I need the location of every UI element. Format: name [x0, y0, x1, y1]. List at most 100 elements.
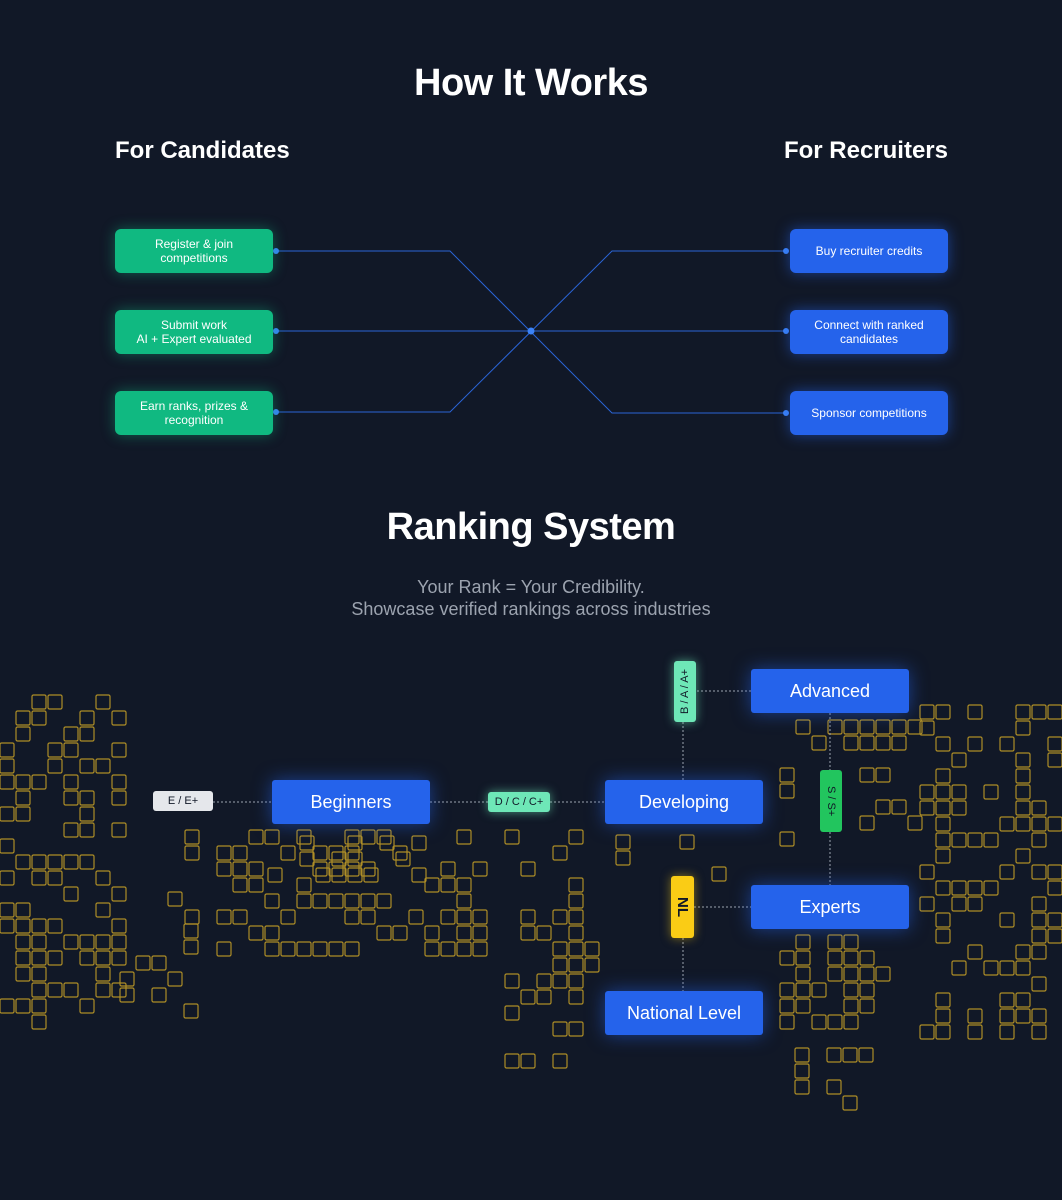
ranking-subtitle: Your Rank = Your Credibility. Showcase v… — [0, 576, 1062, 620]
grid-square — [935, 880, 951, 896]
grid-square — [31, 998, 47, 1014]
grid-square — [63, 790, 79, 806]
rank-advanced: Advanced — [751, 669, 909, 713]
grid-square — [859, 735, 875, 751]
grid-square — [811, 1014, 827, 1030]
grid-square — [919, 896, 935, 912]
grid-square — [31, 854, 47, 870]
grid-square — [15, 998, 31, 1014]
grid-square — [859, 767, 875, 783]
grid-square — [63, 886, 79, 902]
grid-square — [347, 867, 363, 883]
grid-square — [63, 726, 79, 742]
grid-square — [552, 973, 568, 989]
grid-square — [440, 861, 456, 877]
grid-square — [999, 960, 1015, 976]
grid-square — [951, 880, 967, 896]
grid-square — [1031, 896, 1047, 912]
grid-square — [795, 934, 811, 950]
grid-square — [1015, 848, 1031, 864]
grid-square — [167, 971, 183, 987]
grid-square — [1047, 736, 1062, 752]
grid-square — [1031, 1008, 1047, 1024]
grid-square — [63, 854, 79, 870]
grid-square — [811, 735, 827, 751]
grid-square — [1047, 752, 1062, 768]
grid-square — [47, 742, 63, 758]
grid-square — [15, 790, 31, 806]
grid-square — [1031, 800, 1047, 816]
grid-square — [312, 845, 328, 861]
grid-square — [536, 973, 552, 989]
grid-square — [63, 934, 79, 950]
grid-square — [456, 941, 472, 957]
grid-square — [296, 877, 312, 893]
grid-square — [520, 909, 536, 925]
grid-square — [79, 806, 95, 822]
connector-dots — [273, 248, 789, 416]
candidates-heading: For Candidates — [115, 137, 290, 164]
grid-square — [1031, 928, 1047, 944]
grid-square — [891, 719, 907, 735]
grid-square — [47, 982, 63, 998]
grid-square — [935, 1024, 951, 1040]
grid-square — [568, 877, 584, 893]
grid-square — [267, 867, 283, 883]
grid-square — [999, 992, 1015, 1008]
grid-square — [363, 867, 379, 883]
grid-square — [951, 800, 967, 816]
grid-square — [312, 941, 328, 957]
grid-square — [184, 909, 200, 925]
grid-square — [983, 832, 999, 848]
grid-square — [999, 1008, 1015, 1024]
grid-square — [296, 941, 312, 957]
grid-square — [328, 893, 344, 909]
grid-square — [891, 735, 907, 751]
grid-square — [568, 973, 584, 989]
grid-square — [999, 736, 1015, 752]
grid-square — [344, 845, 360, 861]
grid-square — [568, 909, 584, 925]
grid-square — [119, 987, 135, 1003]
grid-square — [63, 742, 79, 758]
grid-square — [31, 950, 47, 966]
grid-square — [795, 719, 811, 735]
grid-square — [779, 1014, 795, 1030]
grid-square — [31, 918, 47, 934]
page-title: How It Works — [414, 62, 649, 104]
grid-square — [15, 710, 31, 726]
grid-square — [859, 719, 875, 735]
grid-square — [440, 877, 456, 893]
grid-square — [15, 774, 31, 790]
grid-square — [15, 806, 31, 822]
grid-square — [360, 829, 376, 845]
candidate-step-submit: Submit work AI + Expert evaluated — [115, 310, 273, 354]
grid-square — [344, 861, 360, 877]
grid-square — [472, 861, 488, 877]
grid-square — [615, 850, 631, 866]
grid-square — [826, 1047, 842, 1063]
grid-square — [875, 966, 891, 982]
grid-square — [15, 918, 31, 934]
grid-square — [111, 982, 127, 998]
grid-square — [360, 893, 376, 909]
grid-square — [456, 877, 472, 893]
grid-square — [392, 925, 408, 941]
grid-square — [47, 918, 63, 934]
grid-square — [95, 982, 111, 998]
grid-square — [999, 864, 1015, 880]
grid-square — [859, 950, 875, 966]
grid-square — [1047, 704, 1062, 720]
grid-square — [347, 851, 363, 867]
grid-square — [859, 815, 875, 831]
grid-square — [15, 726, 31, 742]
grid-square — [328, 861, 344, 877]
grid-square — [1031, 864, 1047, 880]
grid-square — [520, 1053, 536, 1069]
grid-square — [842, 1047, 858, 1063]
grid-square — [999, 912, 1015, 928]
grid-square — [552, 1053, 568, 1069]
grid-square — [1015, 1008, 1031, 1024]
candidate-step-register: Register & join competitions — [115, 229, 273, 273]
